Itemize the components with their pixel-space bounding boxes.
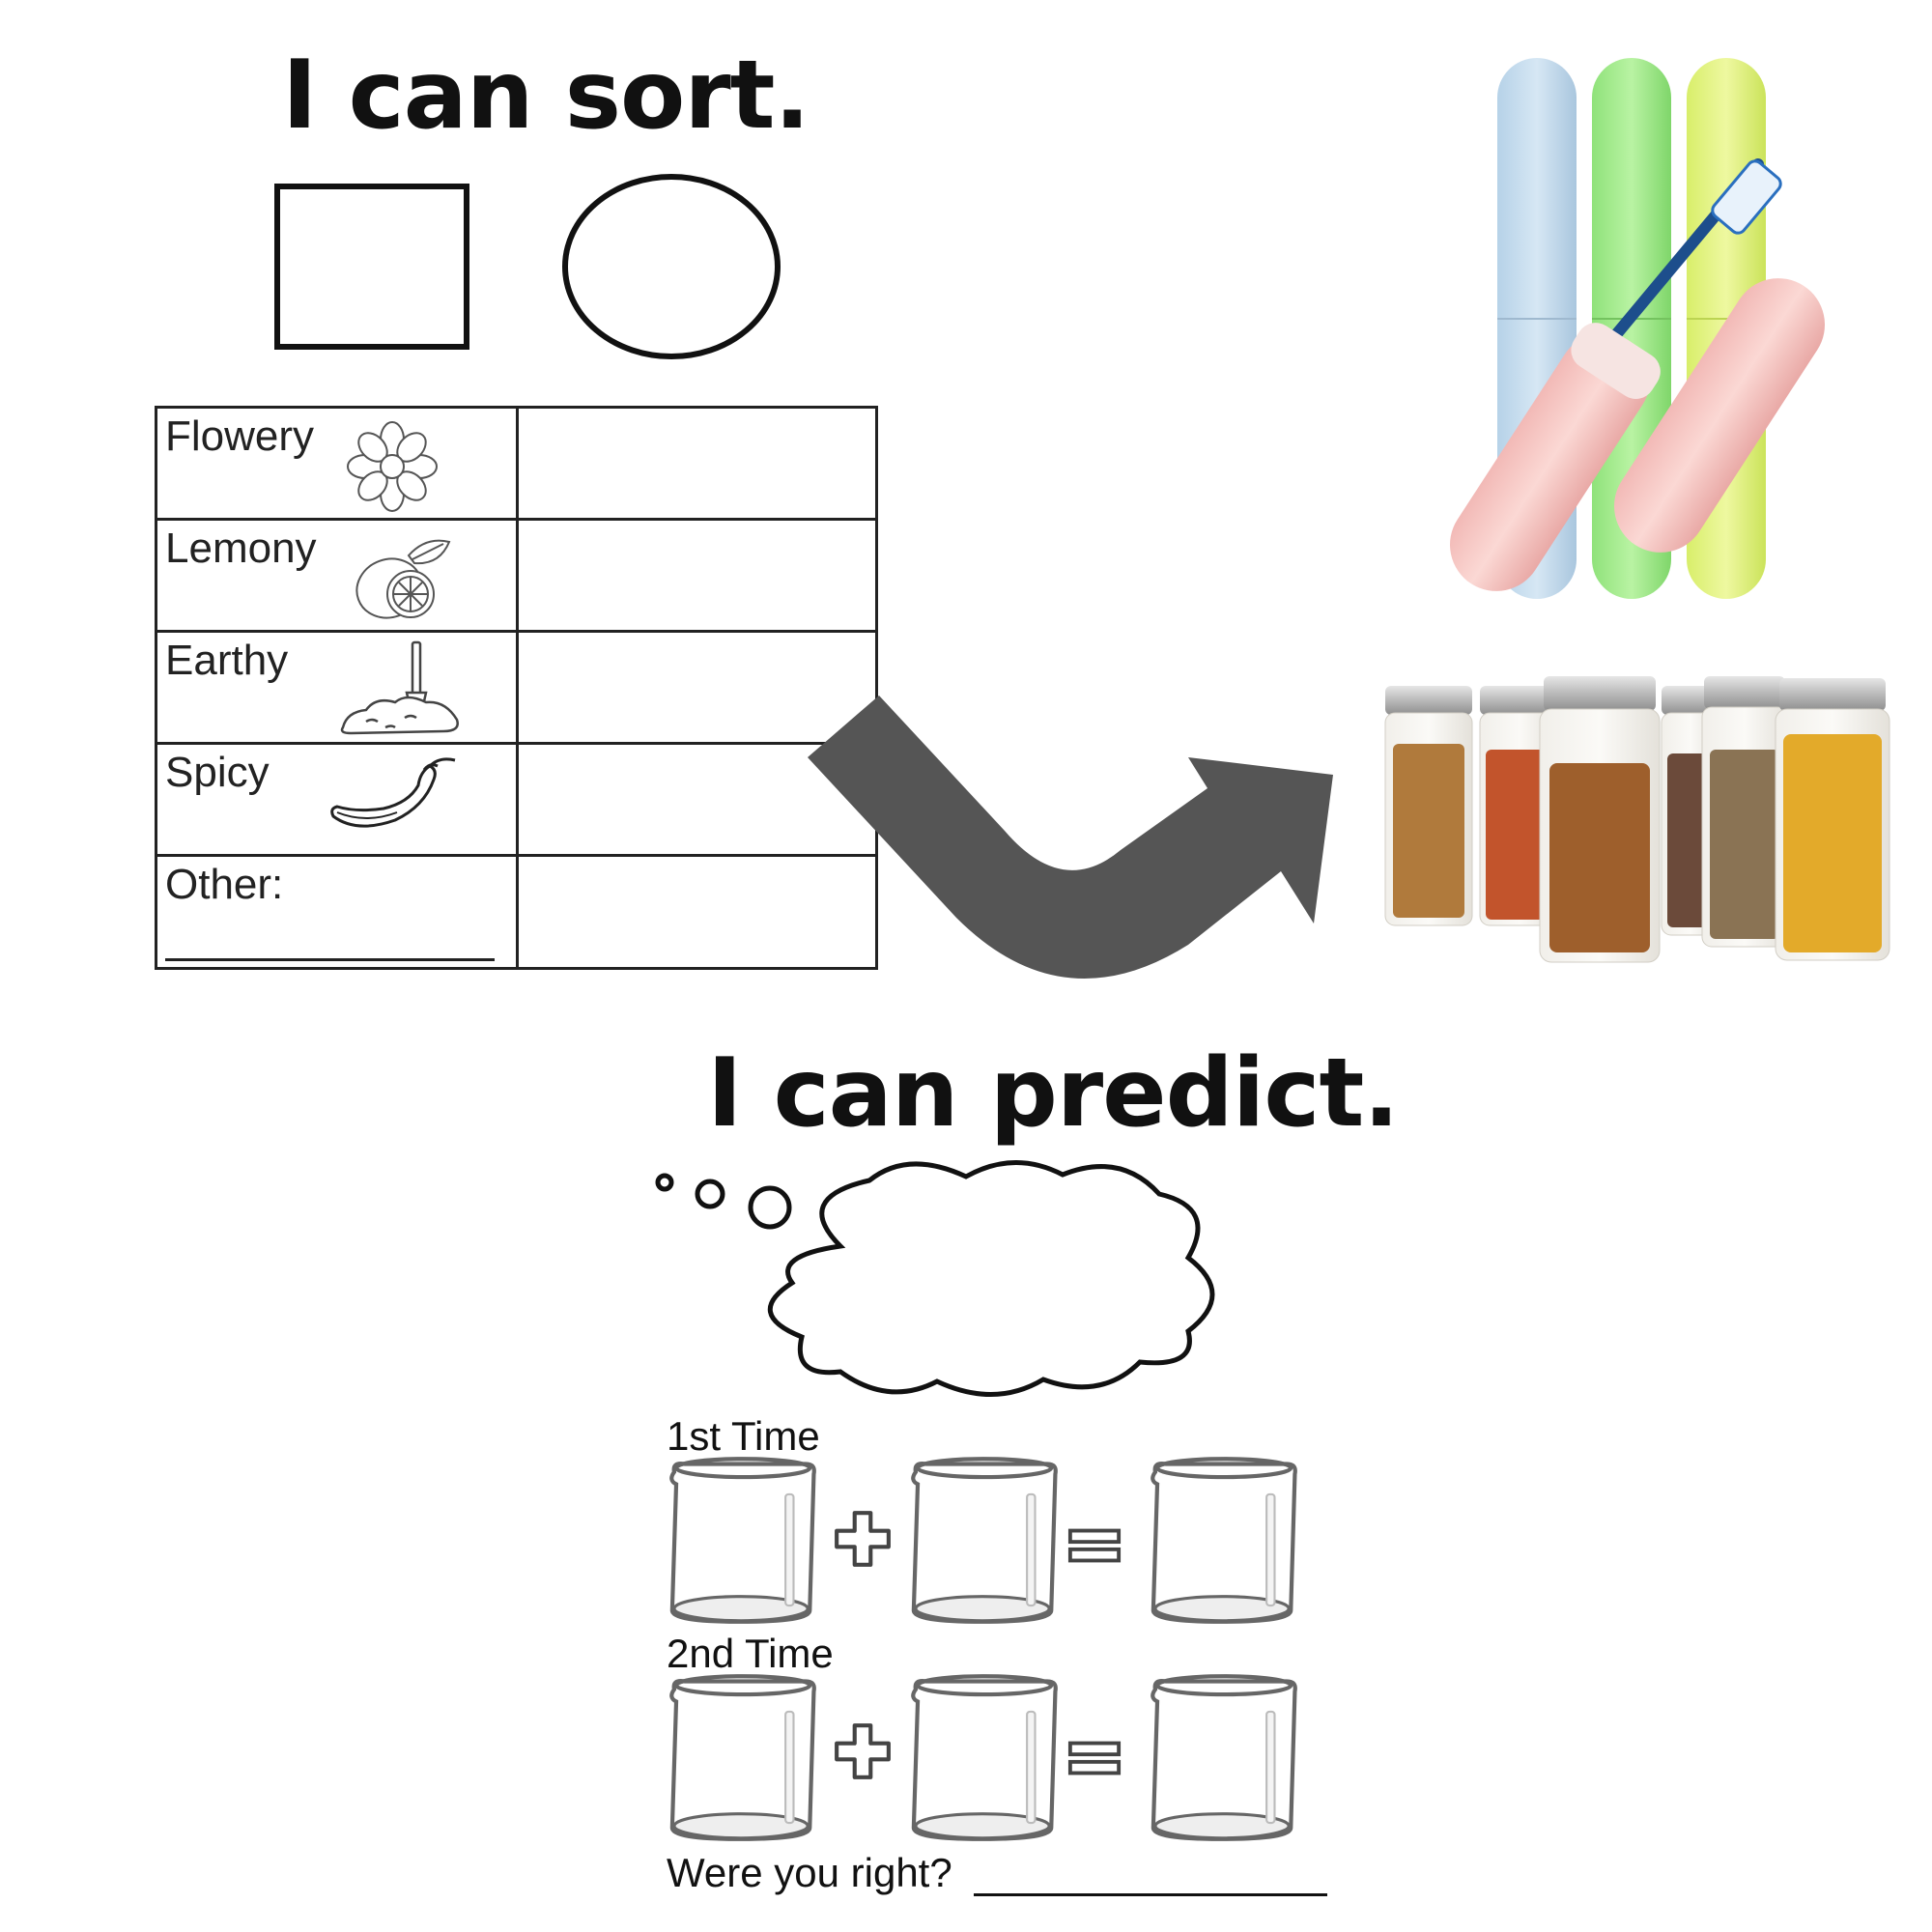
predict-title: I can predict. [707,1038,1400,1149]
square-shape-icon [274,184,469,350]
prediction-question: Were you right? [667,1850,952,1895]
row-label-first: 1st Time [667,1413,820,1459]
beaker-icon [1144,1671,1298,1843]
category-label: Lemony [165,525,317,572]
sort-answer-cell[interactable] [516,518,878,633]
soil-shovel-icon [340,640,459,735]
circle-shape-icon [562,174,781,359]
toothbrush-holders-image [1450,58,1825,599]
category-cell-spicy: Spicy [155,742,519,857]
category-label: Flowery [165,412,315,460]
flower-icon [347,421,438,512]
curved-arrow-icon [808,696,1333,980]
sort-title: I can sort. [282,41,810,151]
category-cell-flowery: Flowery [155,406,519,521]
spice-jars-image [1384,676,1890,963]
category-cell-lemony: Lemony [155,518,519,633]
beaker-icon [663,1671,817,1843]
lemon-icon [355,539,451,619]
category-label: Earthy [165,637,289,684]
equals-icon [1066,1739,1122,1777]
beaker-icon [904,1671,1059,1843]
row-label-second: 2nd Time [667,1631,834,1676]
plus-icon [833,1509,893,1569]
category-cell-earthy: Earthy [155,630,519,745]
sort-answer-cell[interactable] [516,630,878,745]
other-write-line[interactable] [165,958,495,961]
plus-icon [833,1721,893,1781]
sort-table: Flowery Lemony [155,406,878,970]
sort-answer-cell[interactable] [516,854,878,970]
sort-answer-cell[interactable] [516,406,878,521]
category-label: Other: [165,861,284,908]
beaker-icon [1144,1454,1298,1626]
beaker-icon [663,1454,817,1626]
category-cell-other: Other: [155,854,519,970]
chili-pepper-icon [330,757,456,828]
beaker-icon [904,1454,1059,1626]
category-label: Spicy [165,749,270,796]
thought-cloud-icon [655,1160,1215,1397]
answer-write-line[interactable] [974,1893,1327,1896]
equals-icon [1066,1526,1122,1565]
